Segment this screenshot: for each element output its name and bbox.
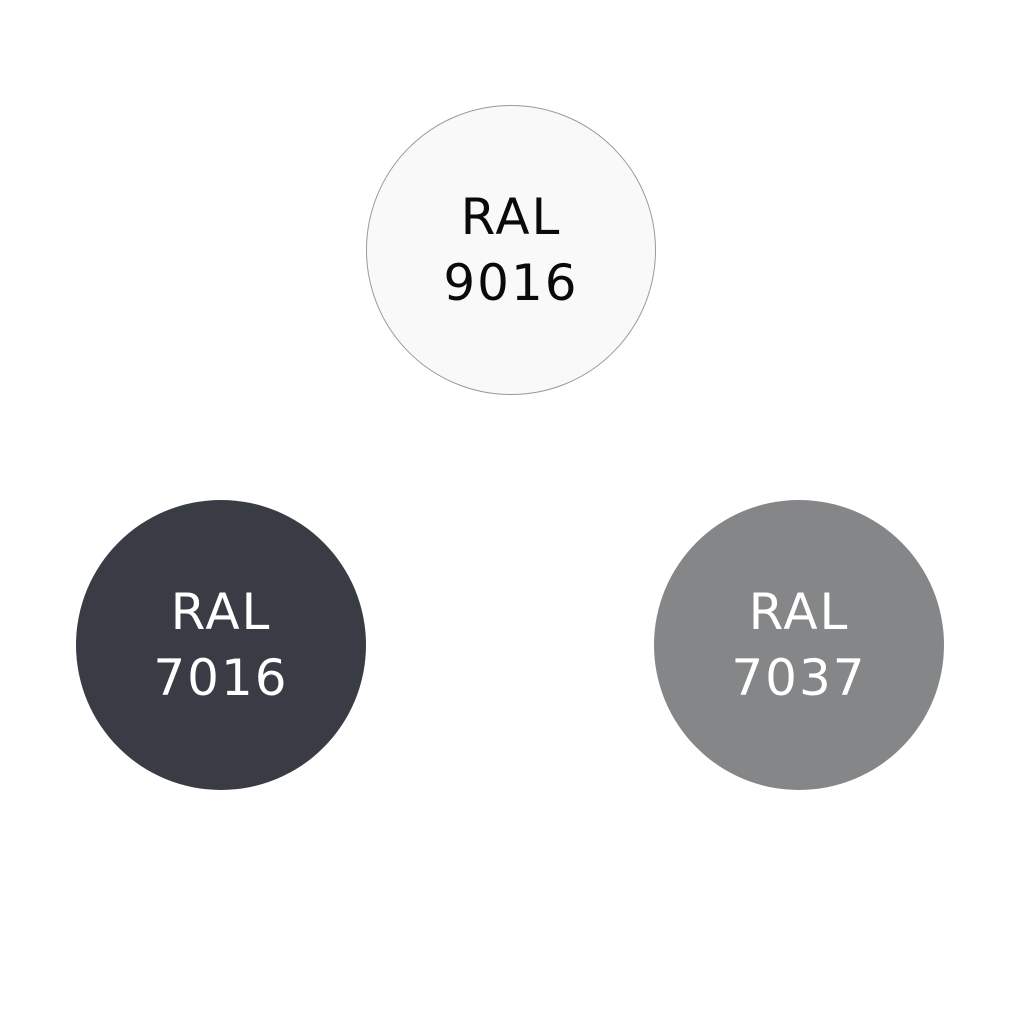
swatch-code: 7016 [153,649,289,707]
swatch-ral-9016: RAL 9016 [366,105,656,395]
swatch-code: 9016 [443,254,579,312]
swatch-label: RAL [460,188,562,246]
swatch-label: RAL [170,583,272,641]
swatch-ral-7037: RAL 7037 [654,500,944,790]
swatch-label: RAL [748,583,850,641]
swatch-ral-7016: RAL 7016 [76,500,366,790]
swatch-code: 7037 [731,649,867,707]
